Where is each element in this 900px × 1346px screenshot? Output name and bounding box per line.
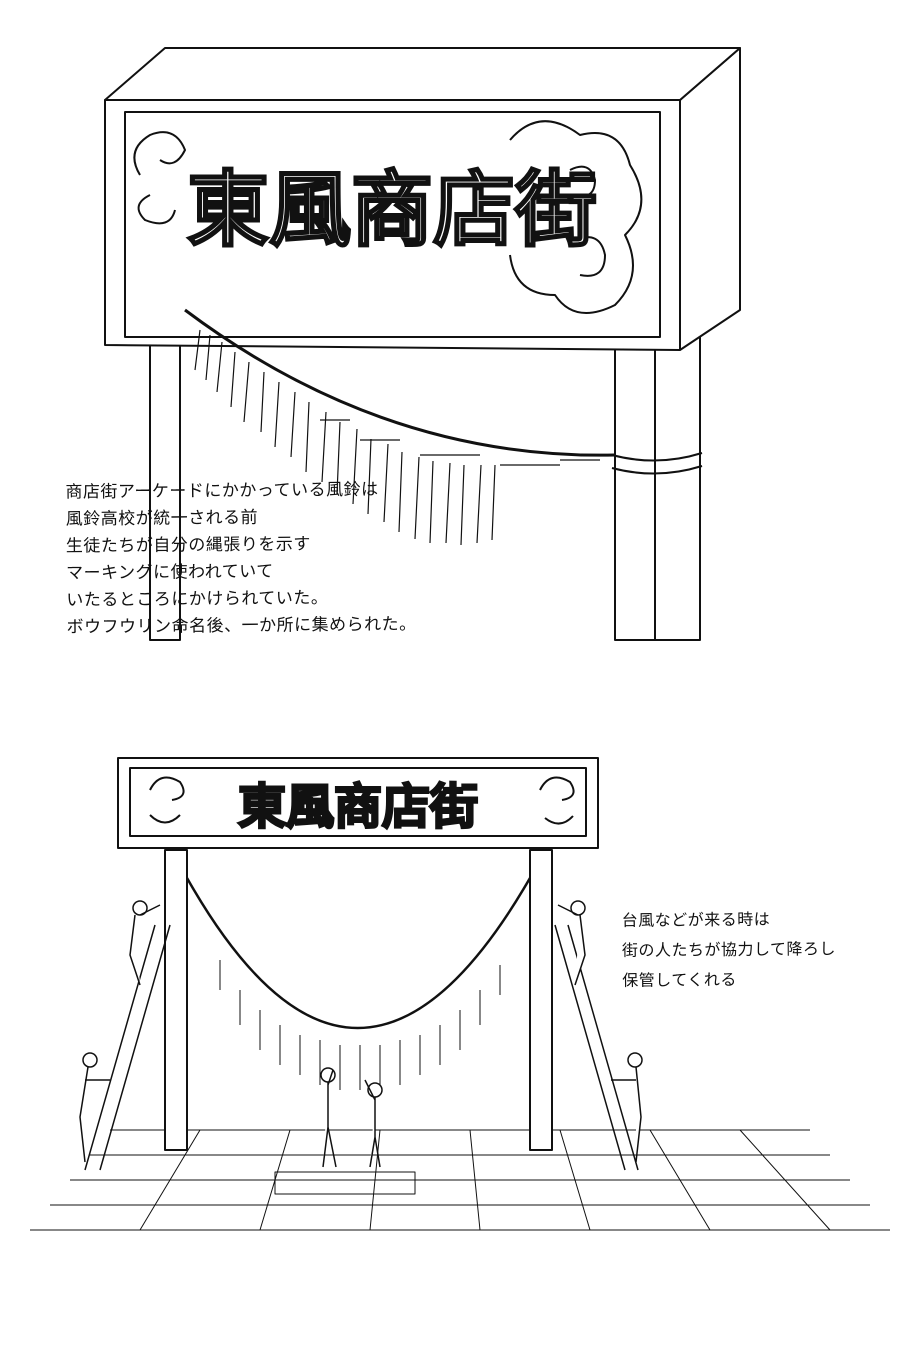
tarp — [274, 1171, 416, 1195]
bottom-sign-text: 東風商店街 — [238, 779, 478, 835]
right-pillar — [614, 329, 701, 641]
wind-chimes — [194, 329, 600, 546]
note-line: 保管してくれる — [622, 969, 737, 990]
note-line: ボウフウリン命名後、一か所に集められた。 — [66, 614, 417, 638]
left-ladder — [84, 924, 171, 1171]
note-top: 商店街アーケードにかかっている風鈴は 風鈴高校が統一される前 生徒たちが自分の縄… — [65, 476, 416, 641]
note-line: いたるところにかけられていた。 — [66, 588, 329, 611]
bottom-arch — [30, 757, 890, 1231]
ground-grid — [30, 1129, 890, 1231]
top-sign-text: 東風商店街 — [187, 162, 597, 258]
workers — [79, 900, 643, 1168]
note-line: 商店街アーケードにかかっている風鈴は — [65, 479, 379, 503]
left-pillar — [164, 849, 188, 1151]
top-sign-panel — [124, 111, 661, 338]
note-line: 街の人たちが協力して降ろし — [621, 939, 837, 960]
note-bottom: 台風などが来る時は 街の人たちが協力して降ろし 保管してくれる — [622, 904, 837, 996]
note-line: 風鈴高校が統一される前 — [65, 507, 259, 530]
bottom-sign-box — [117, 757, 599, 849]
wind-chimes — [219, 960, 501, 1090]
bottom-sign-panel — [129, 767, 587, 837]
note-line: マーキングに使われていて — [66, 561, 274, 584]
note-line: 生徒たちが自分の縄張りを示す — [65, 534, 311, 557]
note-line: 台風などが来る時は — [621, 909, 771, 930]
top-arch — [104, 47, 741, 641]
right-pillar — [529, 849, 553, 1151]
